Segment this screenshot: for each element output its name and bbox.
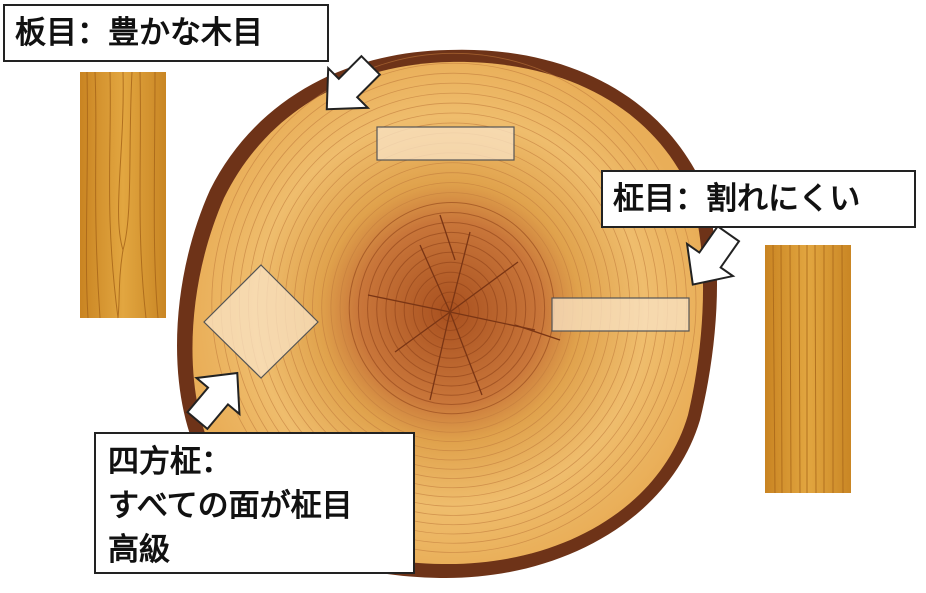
shihou-label-line: 高級 <box>108 532 170 568</box>
itame-label-text: 板目：豊かな木目 <box>15 15 263 51</box>
growth-ring <box>357 212 546 405</box>
growth-ring <box>403 261 498 359</box>
masame-plank <box>765 244 851 494</box>
arrow-icon <box>325 54 382 111</box>
growth-ring <box>211 52 697 553</box>
growth-ring <box>412 271 489 350</box>
itame-label: 板目：豊かな木目 <box>3 4 329 62</box>
masame-cut-region <box>551 297 690 332</box>
growth-ring <box>367 221 536 396</box>
shihou-cut-region <box>203 264 319 379</box>
itame-plank <box>80 71 166 319</box>
masame-label: 柾目：割れにくい <box>601 170 916 228</box>
masame-label-text: 柾目：割れにくい <box>613 181 861 217</box>
shihou-label: 四方柾： すべての面が柾目 高級 <box>94 432 415 574</box>
growth-ring <box>385 241 517 378</box>
shihou-label-line: すべての面が柾目 <box>108 488 353 524</box>
arrow-icon <box>186 371 241 431</box>
itame-cut-region <box>376 126 515 161</box>
shihou-label-line: 四方柾： <box>108 444 232 480</box>
growth-ring <box>394 251 508 368</box>
growth-ring <box>440 301 460 322</box>
arrow-icon <box>685 224 741 286</box>
heart-cracks <box>367 214 561 401</box>
growth-ring <box>376 231 527 387</box>
growth-ring <box>422 281 479 341</box>
growth-ring <box>431 291 470 331</box>
